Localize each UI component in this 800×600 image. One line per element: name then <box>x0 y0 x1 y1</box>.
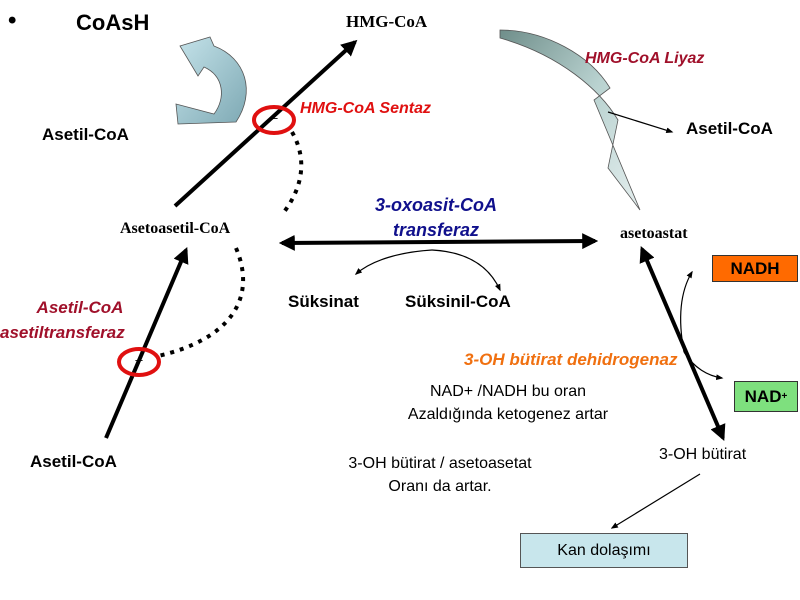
asetil-coa-right-label: Asetil-CoA <box>686 119 773 138</box>
feedback-dotted-upper <box>282 131 304 214</box>
liyaz-product-arrow <box>607 111 674 134</box>
suksinil-arrow <box>431 249 501 292</box>
nad-arrow <box>683 351 724 381</box>
transferaz-double-arrow <box>278 233 599 251</box>
note1-line2: Azaldığında ketogenez artar <box>407 406 609 423</box>
bullet: • <box>8 7 17 34</box>
asetiltransferaz-label-line1: Asetil-CoA <box>36 298 124 317</box>
nadh-label: NADH <box>730 258 780 278</box>
coash-curved-arrow <box>175 36 247 125</box>
asetoastat-label: asetoastat <box>620 225 688 242</box>
asetil-coa-left-label: Asetil-CoA <box>42 125 129 144</box>
liyaz-curved-arrow <box>499 29 641 211</box>
hmg-coa-sentaz-label: HMG-CoA Sentaz <box>300 100 431 117</box>
asetil-coa-bottom-label: Asetil-CoA <box>30 452 117 471</box>
asetoasetil-to-hmg-arrow <box>173 39 358 208</box>
suksinat-label: Süksinat <box>288 292 359 311</box>
asetoasetil-coa-label: Asetoasetil-CoA <box>120 220 231 237</box>
hmg-coa-liyaz-label: HMG-CoA Liyaz <box>585 50 705 67</box>
inhibition-mark-sentaz: – <box>270 110 278 125</box>
blood-arrow <box>610 473 701 529</box>
nadh-arrow <box>680 270 693 353</box>
inhibition-mark-asetiltransferaz: – <box>135 352 143 367</box>
inhibition-circle-asetiltransferaz <box>117 347 161 377</box>
kan-dolasimi-box: Kan dolaşımı <box>520 533 688 568</box>
nadh-box: NADH <box>712 255 798 282</box>
suksinil-coa-label: Süksinil-CoA <box>405 292 511 311</box>
nad-superscript: + <box>781 391 788 402</box>
title-coash: CoAsH <box>76 10 150 35</box>
transferaz-label-line2: transferaz <box>392 220 480 240</box>
nad-box: NAD+ <box>734 381 798 412</box>
feedback-dotted-lower <box>157 247 246 358</box>
kan-dolasimi-label: Kan dolaşımı <box>557 541 651 559</box>
suksinat-arrow <box>354 249 433 275</box>
note2-line1: 3-OH bütirat / asetoasetat <box>348 455 532 472</box>
inhibition-circle-sentaz <box>252 105 296 135</box>
oh-butirat-label: 3-OH bütirat <box>659 446 747 463</box>
dehidrogenaz-label: 3-OH bütirat dehidrogenaz <box>464 350 678 369</box>
hmg-coa-label: HMG-CoA <box>346 12 428 31</box>
transferaz-label-line1: 3-oxoasit-CoA <box>374 195 498 215</box>
note2-line2: Oranı da artar. <box>388 478 492 495</box>
nad-label: NAD <box>744 386 782 406</box>
note1-line1: NAD+ /NADH bu oran <box>429 383 587 400</box>
asetil-to-asetoasetil-arrow <box>104 247 189 439</box>
asetiltransferaz-label-line2: asetiltransferaz <box>0 323 125 342</box>
